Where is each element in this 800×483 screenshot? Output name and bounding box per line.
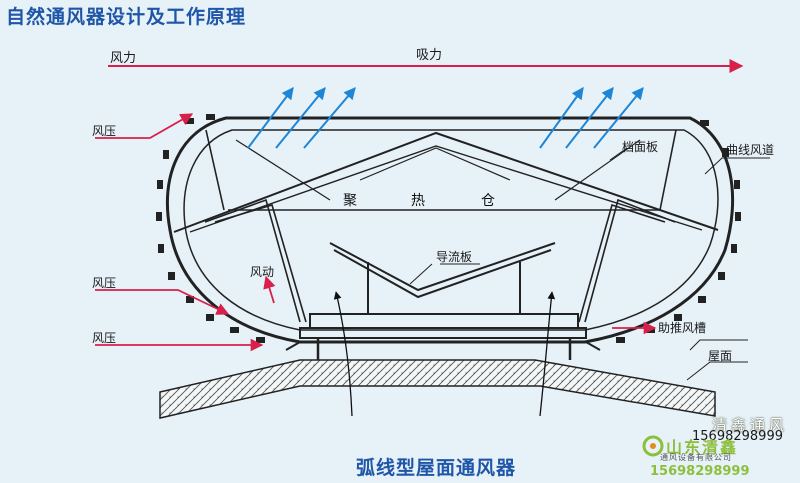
label-wind-motion: 风动 [250,265,275,279]
pressure-arrows [95,113,657,352]
label-wind-pressure-middle: 风压 [92,276,117,290]
diagram-title: 自然通风器设计及工作原理 [6,6,247,28]
chamber-char-2: 热 [411,193,425,209]
chamber-frame [204,129,677,323]
base-frame [285,313,601,360]
inner-shell [183,129,719,331]
outer-shell [166,116,735,344]
watermark-name: 清鑫通风 [712,416,789,434]
suction-arrows [247,87,644,149]
watermark-brand: 山东清鑫 [666,438,739,457]
braces [235,139,641,201]
label-wind-force: 风力 [110,51,137,66]
watermark-subtitle: 通风设备有限公司 [660,453,732,462]
roof-slab [159,359,716,419]
leader-lines [409,147,770,381]
brand-logo-icon [642,435,664,457]
label-baffle: 档面板 [622,140,659,154]
label-wind-pressure-top: 风压 [92,124,117,138]
deflector-plate [329,242,556,314]
label-roof: 屋面 [708,349,733,363]
label-curved-duct: 曲线风道 [726,143,775,157]
label-wind-pressure-bottom: 风压 [92,331,117,345]
chamber-char-1: 聚 [343,193,357,209]
label-suction: 吸力 [416,48,443,63]
watermark-phone-top: 15698298999 [692,429,783,444]
label-deflector: 导流板 [436,250,473,264]
baffle-plate [173,131,719,233]
inner-flow-arrows [333,291,556,417]
watermark-phone-bottom: 15698298999 [650,464,750,479]
product-title: 弧线型屋面通风器 [356,457,517,479]
label-assist-slot: 助推风槽 [658,321,707,335]
chamber-char-3: 仓 [481,193,495,209]
